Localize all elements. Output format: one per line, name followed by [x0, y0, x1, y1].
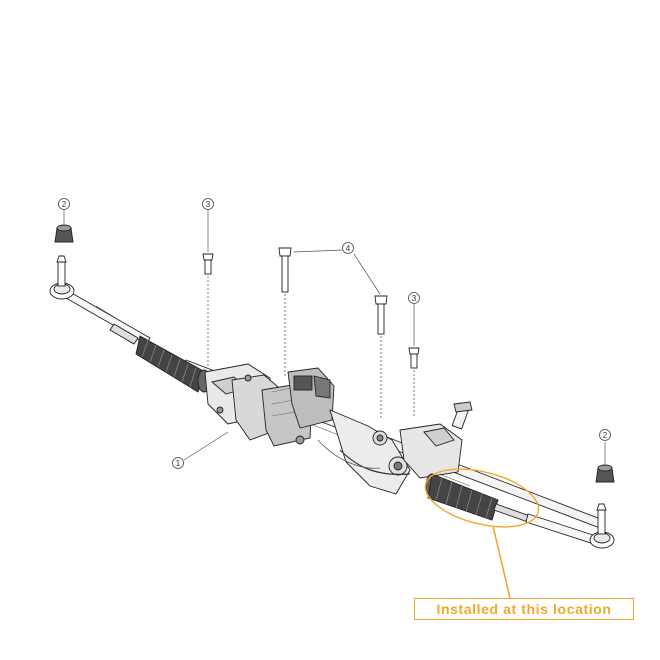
- right-tie-rod-end: [525, 503, 615, 549]
- bolt-3-right: [408, 347, 420, 418]
- left-tie-rod-end: [49, 255, 151, 345]
- bolt-3-left: [202, 253, 214, 368]
- tie-rod-nut-right: [595, 464, 615, 483]
- callout-3-right: 3: [408, 292, 420, 304]
- right-boot: [425, 473, 531, 523]
- highlight-pointer: [492, 525, 511, 599]
- motor-housing: [204, 363, 335, 447]
- bolt-4-upper: [278, 247, 292, 378]
- highlight-ellipse: [424, 468, 540, 528]
- annotation-label-box: Installed at this location: [414, 598, 634, 620]
- pinion-housing: [317, 401, 473, 495]
- svg-text:3: 3: [206, 200, 211, 209]
- callout-4: 4: [342, 242, 354, 254]
- callout-leaders: [63, 210, 606, 466]
- bolt-4-lower: [374, 295, 388, 420]
- svg-text:2: 2: [62, 200, 67, 209]
- svg-text:3: 3: [412, 294, 417, 303]
- left-boot: [135, 335, 211, 393]
- callout-2-right: 2: [599, 429, 611, 441]
- svg-text:4: 4: [346, 244, 351, 253]
- svg-text:2: 2: [603, 431, 608, 440]
- callout-2-left: 2: [58, 198, 70, 210]
- svg-text:1: 1: [176, 459, 181, 468]
- annotation-label: Installed at this location: [436, 601, 612, 617]
- callout-1: 1: [172, 457, 184, 469]
- tie-rod-nut-left: [54, 224, 74, 243]
- callout-3-left: 3: [202, 198, 214, 210]
